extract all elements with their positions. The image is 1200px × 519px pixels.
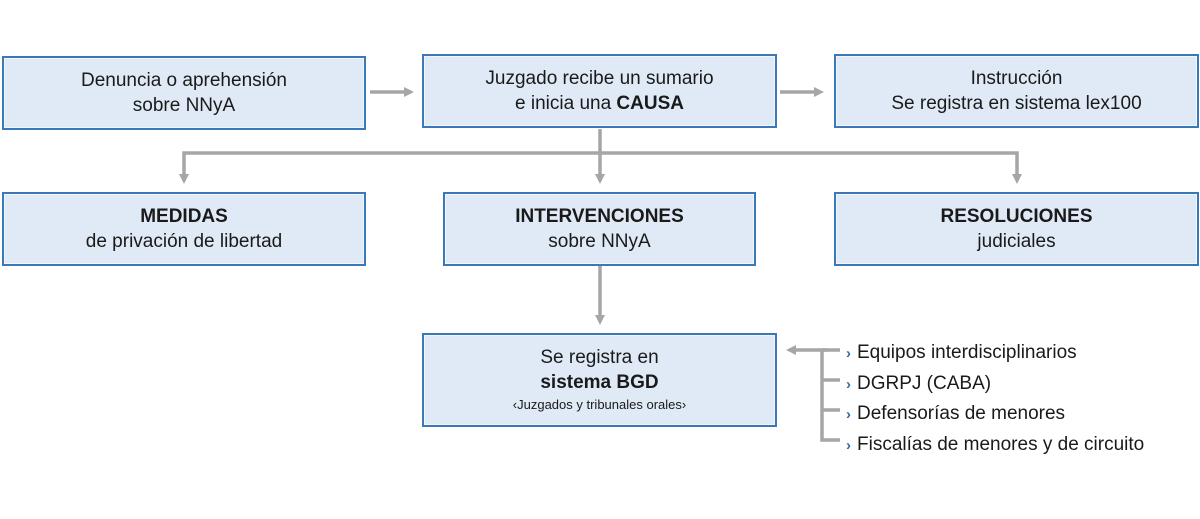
list-item: › Equipos interdisciplinarios bbox=[846, 338, 1144, 369]
bgd-line2: sistema BGD bbox=[540, 372, 659, 393]
source-label: DGRPJ (CABA) bbox=[857, 372, 992, 394]
source-label: Defensorías de menores bbox=[857, 403, 1066, 424]
juzgado-line2-prefix: e inicia una bbox=[515, 93, 617, 114]
box-juzgado: Juzgado recibe un sumario e inicia una C… bbox=[422, 54, 777, 128]
branch-to-medidas bbox=[179, 151, 600, 184]
list-item: › Fiscalías de menores y de circuito bbox=[846, 430, 1144, 461]
denuncia-line2: sobre NNyA bbox=[132, 95, 236, 116]
box-medidas: MEDIDAS de privación de libertad bbox=[2, 192, 366, 266]
box-intervenciones: INTERVENCIONES sobre NNyA bbox=[443, 192, 756, 266]
instruccion-line2: Se registra en sistema lex100 bbox=[891, 93, 1142, 114]
bgd-line1: Se registra en bbox=[540, 347, 659, 368]
box-denuncia: Denuncia o aprehensión sobre NNyA bbox=[2, 56, 366, 130]
box-sistema-bgd: Se registra en sistema BGD ‹Juzgados y t… bbox=[422, 333, 777, 427]
juzgado-line1: Juzgado recibe un sumario bbox=[485, 68, 714, 89]
sources-bracket bbox=[820, 350, 840, 442]
chevron-right-icon: › bbox=[846, 436, 851, 454]
sources-list: › Equipos interdisciplinarios › DGRPJ (CAB… bbox=[846, 338, 1144, 460]
resoluciones-title: RESOLUCIONES bbox=[940, 206, 1093, 227]
intervenciones-title: INTERVENCIONES bbox=[515, 206, 684, 227]
chevron-right-icon: › bbox=[846, 406, 851, 423]
intervenciones-subtitle: sobre NNyA bbox=[548, 231, 651, 252]
denuncia-line1: Denuncia o aprehensión bbox=[81, 70, 287, 91]
source-label: Fiscalías de menores y de circuito bbox=[857, 433, 1145, 455]
chevron-right-icon: › bbox=[846, 345, 851, 362]
causa-label: CAUSA bbox=[616, 93, 684, 114]
box-instruccion: Instrucción Se registra en sistema lex10… bbox=[834, 54, 1199, 128]
list-item: › Defensorías de menores bbox=[846, 399, 1144, 430]
bgd-note: ‹Juzgados y tribunales orales› bbox=[512, 397, 687, 412]
branch-to-resoluciones bbox=[600, 151, 1022, 184]
list-item: › DGRPJ (CABA) bbox=[846, 369, 1144, 400]
resoluciones-subtitle: judiciales bbox=[977, 231, 1056, 252]
chevron-right-icon: › bbox=[846, 375, 851, 393]
instruccion-line1: Instrucción bbox=[970, 68, 1063, 89]
source-label: Equipos interdisciplinarios bbox=[857, 342, 1077, 363]
medidas-subtitle: de privación de libertad bbox=[85, 231, 283, 252]
juzgado-line2: e inicia una CAUSA bbox=[515, 91, 684, 116]
box-resoluciones: RESOLUCIONES judiciales bbox=[834, 192, 1199, 266]
medidas-title: MEDIDAS bbox=[140, 206, 228, 227]
